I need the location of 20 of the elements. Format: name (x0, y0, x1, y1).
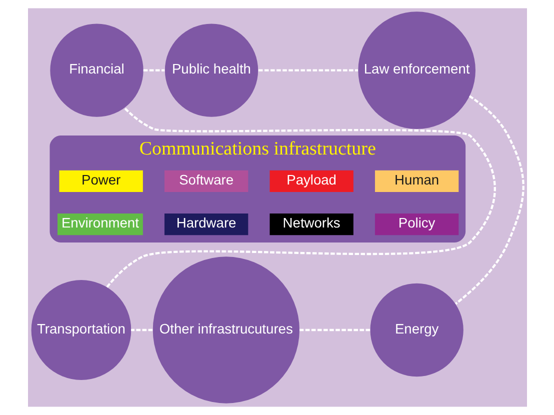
connector (130, 328, 152, 332)
node-circle: Financial (50, 24, 143, 117)
connector (142, 69, 164, 72)
node-circle: Law enforcement (358, 12, 475, 129)
node-circle: Public health (164, 24, 258, 117)
node-box: Networks (269, 214, 353, 236)
node-box: Payload (269, 170, 353, 192)
node-circle: Energy (370, 283, 463, 377)
node-box: Policy (374, 214, 458, 236)
node-box: Human (374, 170, 458, 192)
connector (454, 95, 524, 305)
connector (299, 328, 370, 332)
connector (106, 107, 496, 288)
node-box: Software (164, 170, 248, 192)
node-box: Power (58, 170, 142, 192)
node-circle: Transportation (30, 280, 131, 380)
node-box: Hardware (164, 214, 248, 236)
connector (258, 69, 358, 72)
node-box: Environment (57, 214, 142, 236)
node-circle: Other infrastrucutures (152, 256, 299, 404)
